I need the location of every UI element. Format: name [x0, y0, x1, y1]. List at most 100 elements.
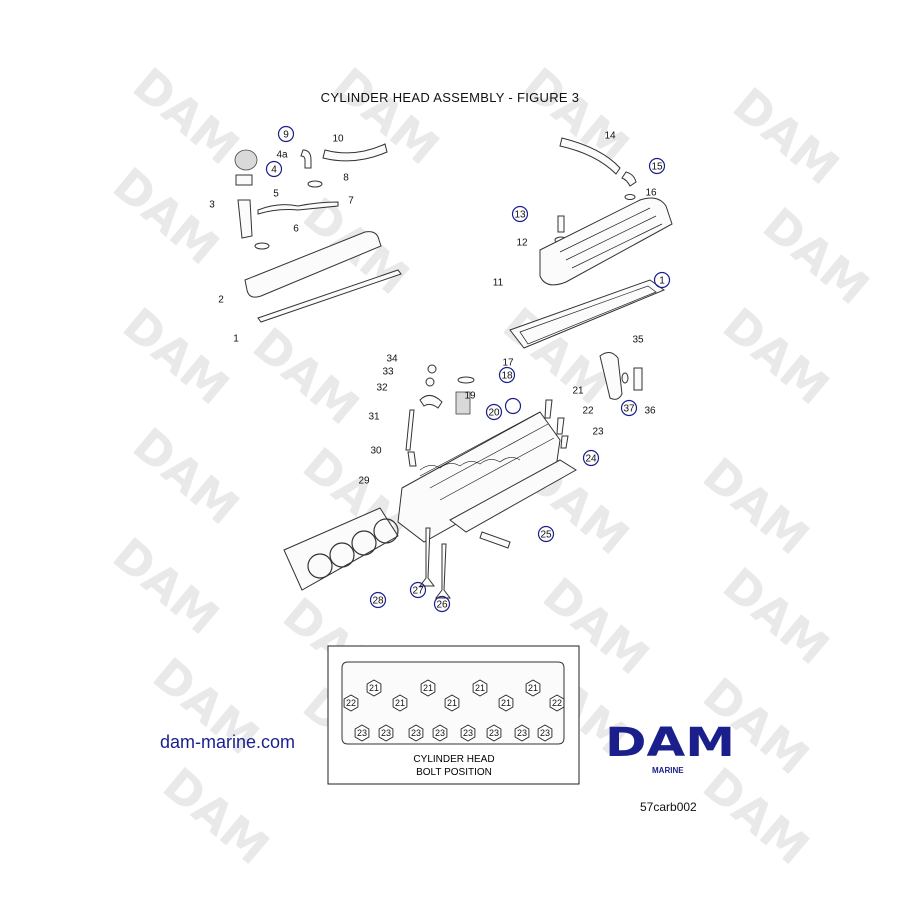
lifting-bracket	[599, 352, 623, 400]
head-gasket	[283, 507, 399, 591]
parts-drawing	[234, 137, 673, 599]
bolt-hex	[366, 679, 382, 697]
callout-label-36: 36	[644, 406, 656, 417]
bolt-hex	[432, 724, 448, 742]
website-link[interactable]: dam-marine.com	[160, 732, 296, 752]
bolt-hex	[354, 724, 370, 742]
breather-hose-left	[322, 143, 388, 162]
bore-1	[307, 553, 333, 579]
watermark-text: DAM	[103, 527, 229, 645]
callout-circle	[648, 157, 666, 175]
bolt-number-23: 23	[489, 728, 499, 738]
spring-retainer	[457, 376, 475, 384]
callout-label-3: 3	[209, 200, 215, 211]
bore-2	[329, 542, 355, 568]
callout-label-14: 14	[604, 131, 616, 142]
bolt-hex	[472, 679, 488, 697]
callout-label-5: 5	[273, 189, 279, 200]
bolt-hex	[549, 694, 565, 712]
bolt-23	[560, 435, 569, 449]
valve-cover-left	[244, 231, 382, 298]
dam-logo-text: DAM	[605, 720, 735, 766]
bore-3	[351, 530, 377, 556]
callout-circle	[265, 160, 283, 178]
callout-circle	[369, 591, 387, 609]
bolt-number-21: 21	[501, 698, 511, 708]
bolt-hex	[537, 724, 553, 742]
cover-ribs	[559, 207, 663, 269]
bolt-13	[557, 215, 565, 233]
callout-label-9: 9	[283, 130, 289, 141]
callout-label-27: 27	[412, 586, 424, 597]
inset-caption-line1: CYLINDER HEAD	[413, 754, 494, 765]
bolt-number-23: 23	[463, 728, 473, 738]
valve-spring	[455, 391, 471, 415]
bolt-number-23: 23	[517, 728, 527, 738]
rocker-arm	[419, 395, 443, 409]
bolt-22	[556, 417, 565, 435]
washer-37	[621, 372, 629, 384]
watermark-text: DAM	[513, 57, 639, 175]
oil-fill-cap	[234, 149, 258, 171]
bolt-36	[633, 367, 643, 391]
callout-label-4: 4	[271, 165, 277, 176]
callout-label-33: 33	[382, 367, 394, 378]
callout-label-20: 20	[488, 408, 500, 419]
head-ports	[419, 411, 555, 501]
dam-logo-subtext: MARINE	[652, 766, 684, 775]
callout-label-1: 1	[659, 276, 665, 287]
bolt-hex	[525, 679, 541, 697]
bolt-hex	[343, 694, 359, 712]
bolt-hex	[392, 694, 408, 712]
callout-label-13: 13	[514, 210, 526, 221]
pcv-elbow	[300, 149, 312, 169]
filler-cap	[235, 174, 253, 186]
valve-cover-right	[539, 197, 673, 286]
callout-label-24: 24	[585, 454, 597, 465]
watermark-text: DAM	[113, 297, 239, 415]
bolt-hex	[408, 724, 424, 742]
callout-label-2: 2	[218, 295, 224, 306]
breather-hose-right	[559, 137, 621, 175]
bolt-number-21: 21	[475, 683, 485, 693]
spark-plug	[479, 531, 511, 549]
callout-label-21: 21	[572, 386, 584, 397]
exhaust-gasket	[449, 459, 577, 533]
callout-circle	[653, 271, 671, 289]
intake-valve	[419, 527, 435, 587]
bolt-number-22: 22	[552, 698, 562, 708]
bolt-hex	[486, 724, 502, 742]
watermark-text: DAM	[153, 757, 279, 875]
callout-label-18: 18	[501, 371, 513, 382]
bolt-hex	[514, 724, 530, 742]
callout-circle	[498, 366, 516, 384]
callout-label-35: 35	[632, 335, 644, 346]
grommet-6	[254, 242, 270, 250]
callout-circle	[277, 125, 295, 143]
bolt-hex	[498, 694, 514, 712]
gasket-left	[257, 269, 402, 323]
callout-label-6: 6	[293, 224, 299, 235]
callout-label-30: 30	[370, 446, 382, 457]
bolt-number-21: 21	[423, 683, 433, 693]
callout-label-10: 10	[332, 134, 344, 145]
callout-label-26: 26	[436, 600, 448, 611]
callout-circle	[537, 525, 555, 543]
watermark-text: DAM	[713, 297, 839, 415]
pcv-elbow-right	[621, 171, 637, 187]
callout-circle	[620, 399, 638, 417]
grommet-8	[307, 180, 323, 188]
inset-caption-line2: BOLT POSITION	[416, 767, 492, 778]
gasket-right	[509, 279, 666, 349]
callout-label-15: 15	[651, 162, 663, 173]
watermark-text: DAM	[713, 557, 839, 675]
gasket-7	[257, 201, 339, 215]
callout-label-22: 22	[582, 406, 594, 417]
callout-circle	[504, 397, 522, 415]
oil-filler-tube	[237, 199, 253, 239]
bolt-hex	[420, 679, 436, 697]
callout-circle	[485, 403, 503, 421]
callout-label-32: 32	[376, 383, 388, 394]
